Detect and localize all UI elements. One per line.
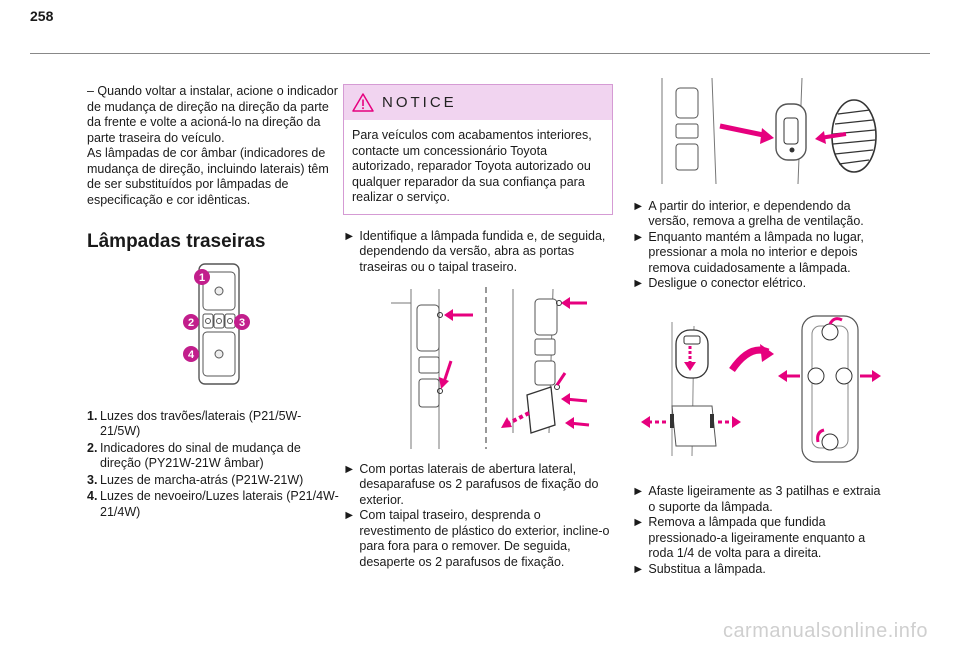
left-column: – Quando voltar a instalar, acione o ind…: [87, 84, 339, 521]
marker-1: [194, 269, 210, 285]
list-item: 4.Luzes de nevoeiro/Luzes laterais (P21/…: [87, 489, 339, 519]
step-disconnect: ► Desligue o conector elétrico.: [632, 276, 807, 290]
notice-box: NOTICE Para veículos com acabamentos int…: [343, 84, 613, 215]
notice-title: NOTICE: [382, 93, 457, 111]
step-arrow-icon: ►: [343, 508, 356, 522]
marker-4: [183, 346, 199, 362]
ventilation-grille-figure: [661, 77, 877, 185]
reinstall-note: – Quando voltar a instalar, acione o ind…: [87, 84, 338, 145]
step-replace-bulb: ► Substitua a lâmpada.: [632, 561, 766, 576]
step-open-doors: ► Identifique a lâmpada fundida e, de se…: [343, 228, 606, 274]
watermark: carmanualsonline.info: [722, 620, 928, 642]
step-arrow-icon: ►: [343, 228, 356, 243]
marker-3-label: 3: [239, 317, 245, 329]
lamp-list: 1.Luzes dos travões/laterais (P21/5W-21/…: [87, 409, 339, 521]
marker-2: [183, 314, 199, 330]
step-side-doors: ► Com portas laterais de abertura latera…: [343, 461, 599, 507]
step-tailgate: ► Com taipal traseiro, desprenda o reves…: [343, 508, 610, 569]
marker-3: [234, 314, 250, 330]
list-item: 3.Luzes de marcha-atrás (P21W-21W): [87, 472, 304, 487]
marker-1-label: 1: [199, 272, 205, 284]
notice-header: NOTICE: [344, 85, 612, 120]
marker-2-label: 2: [188, 317, 194, 329]
step-remove-grille: ► A partir do interior, e dependendo da …: [632, 198, 864, 229]
warning-icon: [352, 93, 374, 112]
step-extract-holder: ► Afaste ligeiramente as 3 patilhas e ex…: [632, 484, 881, 514]
bulb-holder-figure: [641, 314, 881, 463]
middle-column: NOTICE Para veículos com acabamentos int…: [343, 84, 613, 570]
step-arrow-icon: ►: [632, 561, 645, 576]
list-item: 2.Indicadores do sinal de mudança de dir…: [87, 440, 301, 471]
step-arrow-icon: ►: [632, 276, 645, 290]
step-remove-lamp: ► Enquanto mantém a lâmpada no lugar, pr…: [632, 229, 864, 275]
step-arrow-icon: ►: [632, 229, 645, 244]
marker-4-label: 4: [188, 349, 195, 361]
step-remove-bulb: ► Remova a lâmpada que fundida pressiona…: [632, 515, 866, 560]
notice-text: Para veículos com acabamentos interiores…: [344, 120, 612, 214]
step-arrow-icon: ►: [632, 198, 645, 213]
step-arrow-icon: ►: [632, 484, 645, 498]
doors-tailgate-figure: [391, 287, 590, 449]
list-item: 1.Luzes dos travões/laterais (P21/5W-21/…: [87, 408, 302, 439]
page-number: 258: [30, 8, 54, 24]
amber-bulb-note: As lâmpadas de cor âmbar (indicadores de…: [87, 146, 329, 207]
step-arrow-icon: ►: [632, 515, 645, 529]
section-heading: Lâmpadas traseiras: [87, 231, 266, 252]
step-arrow-icon: ►: [343, 461, 356, 476]
right-column: ► A partir do interior, e dependendo da …: [632, 74, 890, 577]
header-rule: [30, 53, 930, 54]
rear-lamp-figure: 1 2 3 4: [183, 263, 250, 385]
